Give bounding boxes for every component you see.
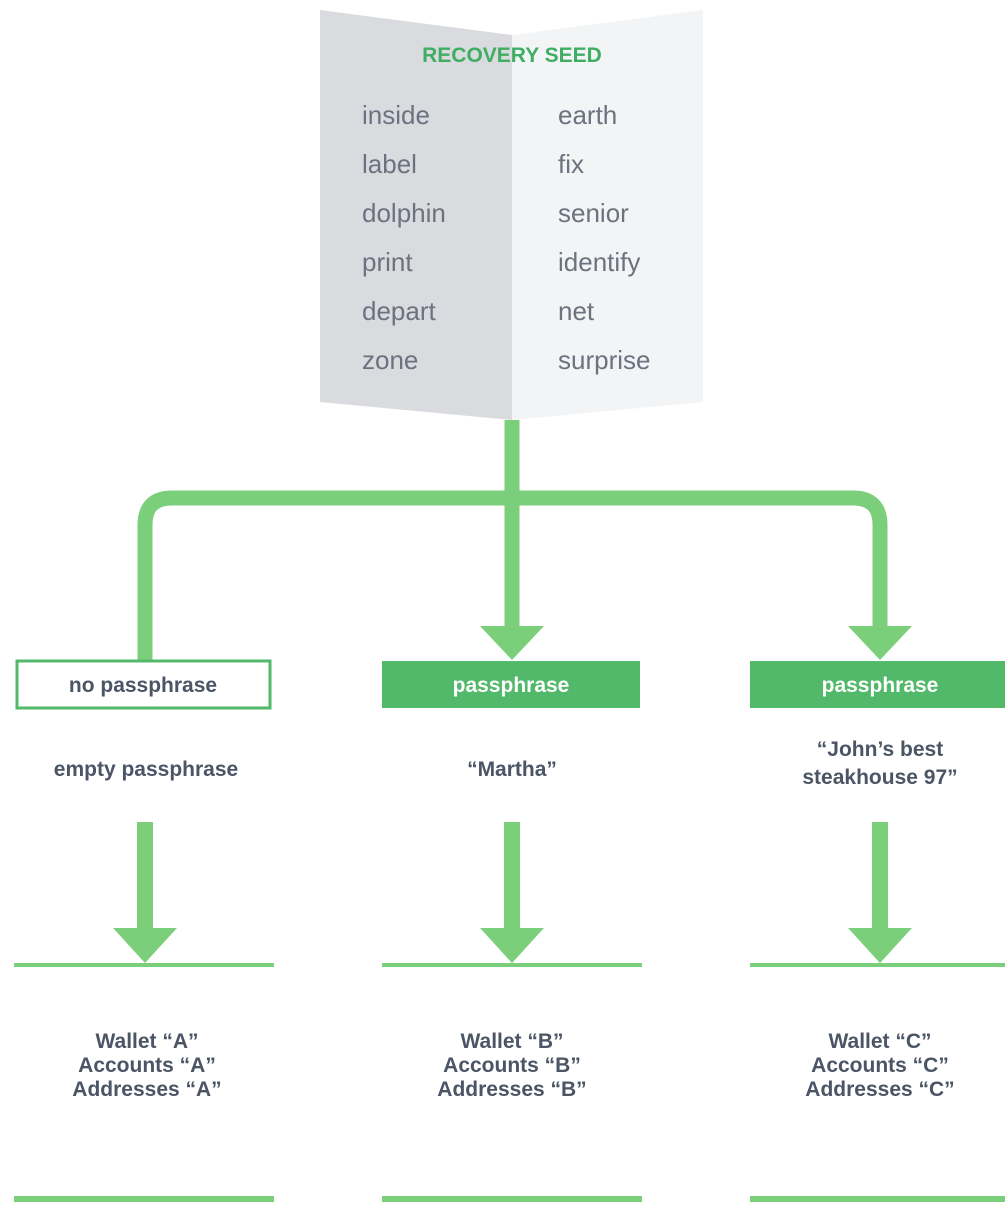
seed-word: dolphin: [362, 198, 446, 228]
arrow-head-right: [848, 626, 912, 660]
recovery-seed-card: RECOVERY SEED inside label dolphin print…: [320, 10, 703, 420]
accounts-label: Accounts “A”: [78, 1054, 216, 1077]
seed-word: surprise: [558, 345, 650, 375]
wallet-label: Wallet “A”: [95, 1030, 198, 1053]
seed-word: net: [558, 296, 595, 326]
arrow-shaft-c: [872, 822, 888, 930]
branch-line-left: [137, 490, 512, 660]
arrow-head-c: [848, 928, 912, 963]
passphrase-value-text: steakhouse 97”: [802, 766, 957, 789]
passphrase-label: passphrase: [822, 674, 939, 697]
addresses-label: Addresses “A”: [72, 1078, 221, 1101]
wallet-divider-bottom-b: [382, 1196, 642, 1202]
seed-word: inside: [362, 100, 430, 130]
accounts-label: Accounts “B”: [443, 1054, 581, 1077]
branch-line-right: [512, 490, 888, 628]
passphrase-label: passphrase: [453, 674, 570, 697]
branch-c: passphrase “John’s best steakhouse 97” W…: [750, 661, 1005, 1202]
seed-page-left: [320, 10, 512, 420]
arrow-shaft-b: [504, 822, 520, 930]
branch-a: no passphrase empty passphrase Wallet “A…: [14, 659, 274, 1202]
wallet-label: Wallet “C”: [828, 1030, 931, 1053]
branch-connectors: [137, 420, 888, 660]
branch-b: passphrase “Martha” Wallet “B” Accounts …: [382, 661, 642, 1202]
wallet-divider-top-a: [14, 963, 274, 967]
wallet-divider-bottom-c: [750, 1196, 1005, 1202]
seed-word: label: [362, 149, 417, 179]
arrow-head-b: [480, 928, 544, 963]
addresses-label: Addresses “B”: [437, 1078, 586, 1101]
accounts-label: Accounts “C”: [811, 1054, 949, 1077]
seed-word: depart: [362, 296, 436, 326]
seed-word: zone: [362, 345, 418, 375]
no-passphrase-box: [15, 659, 272, 710]
seed-title: RECOVERY SEED: [422, 44, 602, 67]
passphrase-value-text: “John’s best: [817, 738, 943, 761]
wallet-divider-top-c: [750, 963, 1005, 967]
arrow-head-a: [113, 928, 177, 963]
arrow-head-center: [480, 626, 544, 660]
passphrase-box: [750, 661, 1005, 708]
seed-word: senior: [558, 198, 629, 228]
passphrase-value-text: “Martha”: [467, 758, 557, 781]
arrow-shaft-a: [137, 822, 153, 930]
seed-word: fix: [558, 149, 584, 179]
passphrase-value-text: empty passphrase: [54, 758, 238, 781]
wallet-divider-bottom-a: [14, 1196, 274, 1202]
wallet-divider-top-b: [382, 963, 642, 967]
seed-word: identify: [558, 247, 640, 277]
wallet-label: Wallet “B”: [460, 1030, 563, 1053]
seed-word: earth: [558, 100, 617, 130]
seed-word: print: [362, 247, 413, 277]
passphrase-box: [382, 661, 640, 708]
addresses-label: Addresses “C”: [805, 1078, 954, 1101]
no-passphrase-label: no passphrase: [69, 674, 217, 697]
seed-page-right: [512, 10, 703, 420]
